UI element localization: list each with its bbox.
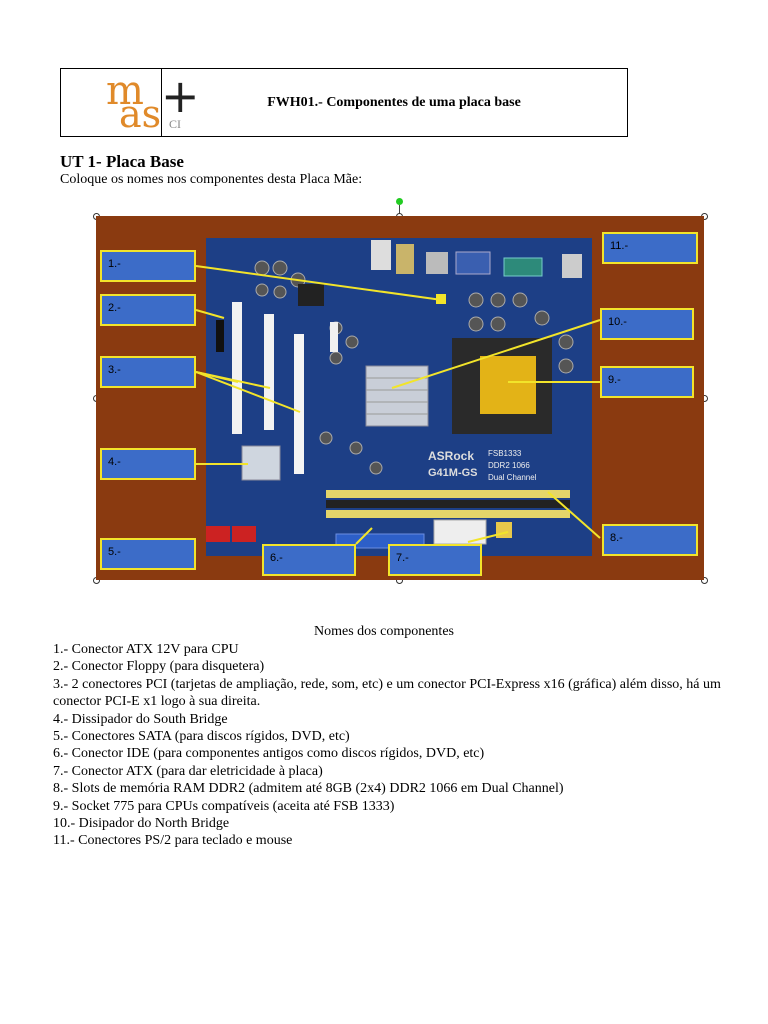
components-title: Nomes dos componentes bbox=[314, 624, 454, 639]
label-box-2[interactable]: 2.- bbox=[100, 294, 196, 326]
label-box-11[interactable]: 11.- bbox=[602, 232, 698, 264]
logo-text-top: m bbox=[106, 68, 144, 114]
label-box-1[interactable]: 1.- bbox=[100, 250, 196, 282]
resize-handle-br[interactable] bbox=[701, 577, 708, 584]
logo: m as + CI bbox=[61, 68, 200, 136]
board-brand: ASRock bbox=[428, 449, 474, 463]
label-box-3[interactable]: 3.- bbox=[100, 356, 196, 388]
logo-suffix: CI bbox=[169, 117, 181, 131]
logo-cross-icon: + bbox=[161, 69, 200, 123]
leader-lines bbox=[195, 265, 601, 545]
label-box-9[interactable]: 9.- bbox=[600, 366, 694, 398]
motherboard-image: ASRock G41M-GS FSB1333 DDR2 1066 Dual Ch… bbox=[206, 238, 592, 556]
components-list: 1.- Conector ATX 12V para CPU 2.- Conect… bbox=[53, 641, 733, 850]
board-ddr: DDR2 1066 bbox=[488, 461, 530, 470]
list-item: 2.- Conector Floppy (para disquetera) bbox=[53, 659, 265, 675]
document-title: FWH01.- Componentes de uma placa base bbox=[267, 94, 521, 110]
label-box-7[interactable]: 7.- bbox=[388, 544, 482, 576]
list-item: 5.- Conectores SATA (para discos rígidos… bbox=[53, 729, 350, 745]
rotate-handle-line bbox=[399, 205, 400, 216]
list-item: 4.- Dissipador do South Bridge bbox=[53, 711, 228, 727]
list-item: 10.- Disipador do North Bridge bbox=[53, 816, 230, 832]
board-dual: Dual Channel bbox=[488, 473, 537, 482]
list-item: 3.- 2 conectores PCI (tarjetas de amplia… bbox=[53, 676, 721, 710]
instruction-text: Coloque os nomes nos componentes desta P… bbox=[60, 172, 363, 187]
list-item: 7.- Conector ATX (para dar eletricidade … bbox=[53, 763, 323, 779]
label-box-4[interactable]: 4.- bbox=[100, 448, 196, 480]
label-box-6[interactable]: 6.- bbox=[262, 544, 356, 576]
label-box-10[interactable]: 10.- bbox=[600, 308, 694, 340]
board-model: G41M-GS bbox=[428, 467, 478, 479]
logo-text-bottom: as bbox=[119, 92, 162, 136]
label-box-8[interactable]: 8.- bbox=[602, 524, 698, 556]
section-title: UT 1- Placa Base bbox=[60, 152, 184, 171]
list-item: 8.- Slots de memória RAM DDR2 (admitem a… bbox=[53, 781, 564, 797]
label-box-5[interactable]: 5.- bbox=[100, 538, 196, 570]
list-item: 9.- Socket 775 para CPUs compatíveis (ac… bbox=[53, 798, 395, 814]
header-box: m as + CI FWH01.- Componentes de uma pla… bbox=[60, 68, 628, 137]
list-item: 1.- Conector ATX 12V para CPU bbox=[53, 642, 239, 657]
motherboard-figure[interactable]: ASRock G41M-GS FSB1333 DDR2 1066 Dual Ch… bbox=[96, 216, 704, 580]
rotate-handle[interactable] bbox=[396, 198, 403, 205]
list-item: 11.- Conectores PS/2 para teclado e mous… bbox=[53, 833, 293, 849]
board-fsb: FSB1333 bbox=[488, 449, 522, 458]
list-item: 6.- Conector IDE (para componentes antig… bbox=[53, 746, 485, 762]
